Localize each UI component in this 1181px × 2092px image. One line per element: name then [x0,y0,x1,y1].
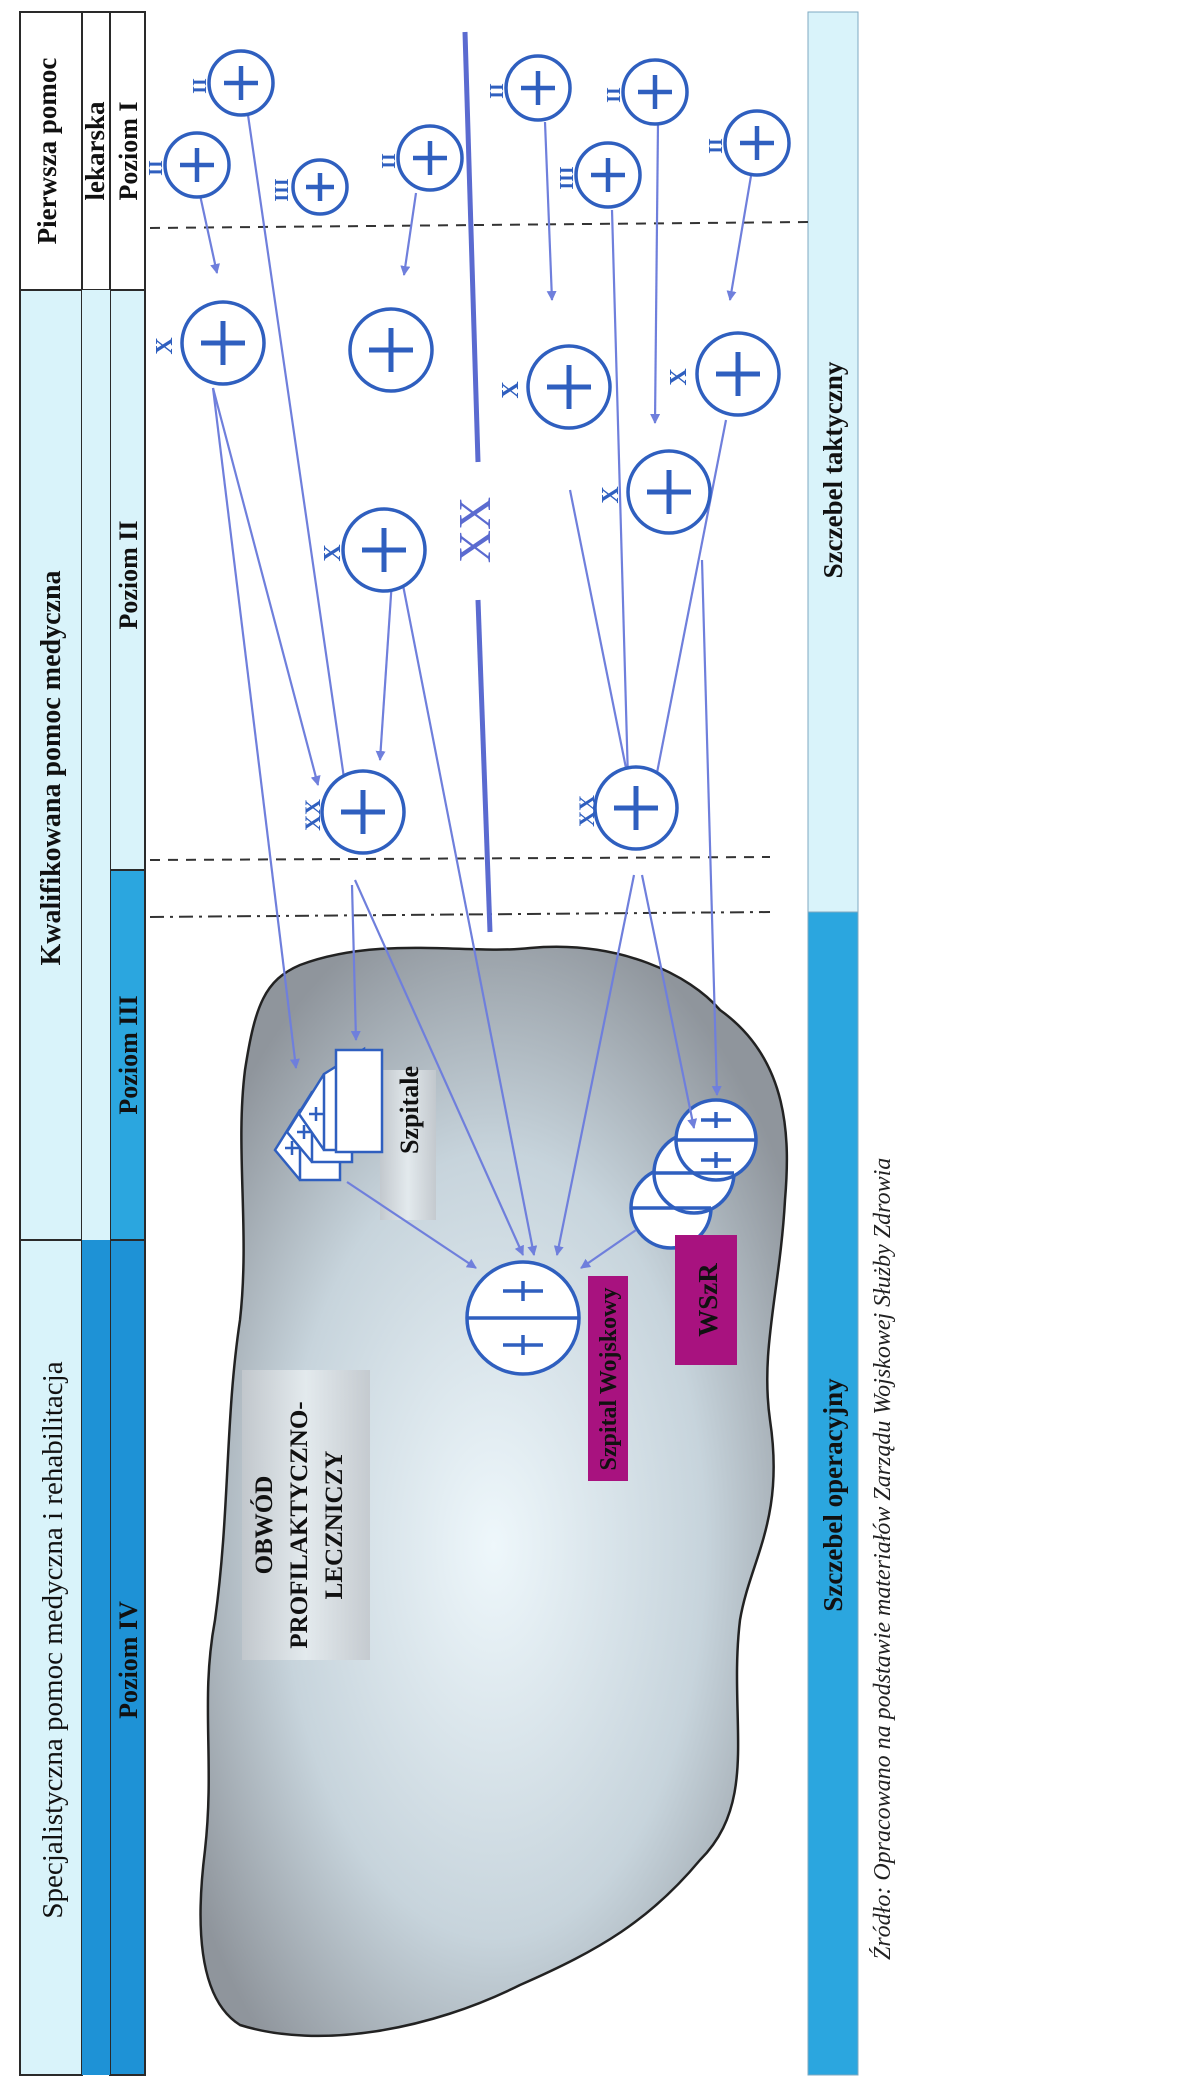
level-iv-cell [109,1239,146,2076]
division-boundary-label: XX [449,497,500,563]
military-hospital-icon [465,1260,581,1376]
unit-level1-a [163,131,231,199]
qualified-spacer [82,290,110,1240]
mark-battalion: II [603,87,625,103]
rehab-centre-icon [629,1098,758,1250]
arrow-x1-to-xx1 [211,387,321,786]
first-aid-title-line2: lekarska [80,101,110,201]
arrow-i7-to-x4b [610,209,633,781]
division-boundary-lower [475,599,493,933]
level-separators [149,221,809,918]
arrow-x3-to-xx2 [568,489,633,784]
arrow-xx2-to-wh [553,874,636,1256]
arrow-i4-to-x2 [400,192,418,276]
unit-level1-b [207,49,275,117]
level-i-cell [109,11,146,291]
military-hospital-label: Szpital Wojskowy [596,1288,622,1471]
unit-level1-f [574,141,642,209]
mark-regiment: III [556,166,578,190]
separator-level-iii-iv [149,911,771,918]
arrow-rehab-to-wh [580,1229,637,1269]
hospitals-label-panel [380,1070,436,1220]
mark-brigade: X [598,486,624,504]
unit-level2-c [526,344,612,430]
mark-brigade: X [320,544,346,562]
arrow-x5-to-rehab [700,559,722,1096]
mark-division: XX [574,795,599,827]
arrow-x4-to-xx1 [375,579,394,761]
arrow-x1-to-hospitals [211,387,300,1069]
arrow-x6-to-xx2 [651,419,728,784]
level-ii-label: Poziom II [114,520,143,629]
arrow-xx2-to-rehab [640,874,698,1129]
mark-battalion: II [145,160,167,176]
separator-level-ii-iii [149,856,771,861]
unit-level2-b [348,307,434,393]
arrow-hospitals-to-wh [346,1181,477,1269]
mark-brigade: X [498,381,524,399]
mark-brigade: X [152,337,178,355]
tactical-echelon-label: Szczebel taktyczny [818,361,848,578]
qualified-title: Kwalifikowana pomoc medyczna [36,570,67,965]
district-label-panel [242,1370,370,1660]
arrow-xx1-to-wh [353,879,525,1256]
treatment-district-region: OBWÓD PROFILAKTYCZNO- LECZNICZY Szpitale… [199,945,789,2038]
arrow-i6-to-x5 [650,121,661,424]
mark-brigade: X [666,368,692,386]
specialist-title-cell [19,1239,83,2076]
hospitals-icon [273,1046,384,1182]
operational-echelon-bar [807,911,859,2076]
medical-units [163,49,791,855]
unit-level1-e [504,54,572,122]
echelon-band: Szczebel taktyczny Szczebel operacyjny [807,11,859,2076]
level-i-label: Poziom I [114,102,143,201]
unit-level2-e [341,507,427,593]
division-boundary-upper [462,31,481,463]
header-band: Specjalistyczna pomoc medyczna i rehabil… [19,11,146,2076]
operational-echelon-label: Szczebel operacyjny [818,1378,848,1612]
mark-division: XX [300,799,325,831]
specialist-title: Specjalistyczna pomoc medyczna i rehabil… [37,1361,69,1918]
rehab-centre-badge [675,1235,737,1365]
unit-level3-a [320,769,406,855]
unit-level1-d [396,124,464,192]
mark-battalion: II [486,83,508,99]
arrow-i8-to-x6 [726,169,754,301]
level-ii-cell [109,289,146,871]
first-aid-title-cell [19,11,83,291]
district-line3: LECZNICZY [321,1451,348,1600]
mark-regiment: III [271,178,293,202]
evacuation-arrows [198,114,754,1269]
source-note: Źródło: Opracowano na podstawie materiał… [870,1158,896,1960]
unit-level2-a [180,300,266,386]
qualified-title-cell [19,289,83,1241]
arrow-i1-to-x1 [198,194,220,274]
arrow-x4-to-wh [400,579,538,1256]
arrow-xx1-to-hospitals [350,884,361,1041]
mark-battalion: II [189,78,211,94]
unit-level1-h [723,109,791,177]
specialist-spacer [82,1240,110,2075]
level-iv-label: Poziom IV [114,1601,143,1719]
arrow-i5-to-x3 [543,121,557,301]
unit-level2-d [695,331,781,417]
unit-size-marks: II II III II II III II II X X X X X XX X… [145,78,727,831]
level-iii-label: Poziom III [114,995,143,1114]
rehab-centre-label: WSzR [693,1263,723,1337]
unit-level2-f [626,449,712,535]
unit-level3-b [593,765,679,851]
unit-level1-g [621,58,689,126]
first-aid-title-line1: Pierwsza pomoc [32,58,62,245]
mark-battalion: II [705,138,727,154]
mark-battalion: II [378,153,400,169]
military-hospital-badge [588,1276,628,1481]
separator-level-i-ii [149,221,809,229]
division-boundary: XX [449,31,500,933]
arrow-i2-to-x4 [246,114,349,786]
district-line1: OBWÓD [250,1476,278,1575]
district-line2: PROFILAKTYCZNO- [286,1401,313,1648]
hospitals-label: Szpitale [395,1066,424,1154]
unit-level1-c [291,158,349,216]
